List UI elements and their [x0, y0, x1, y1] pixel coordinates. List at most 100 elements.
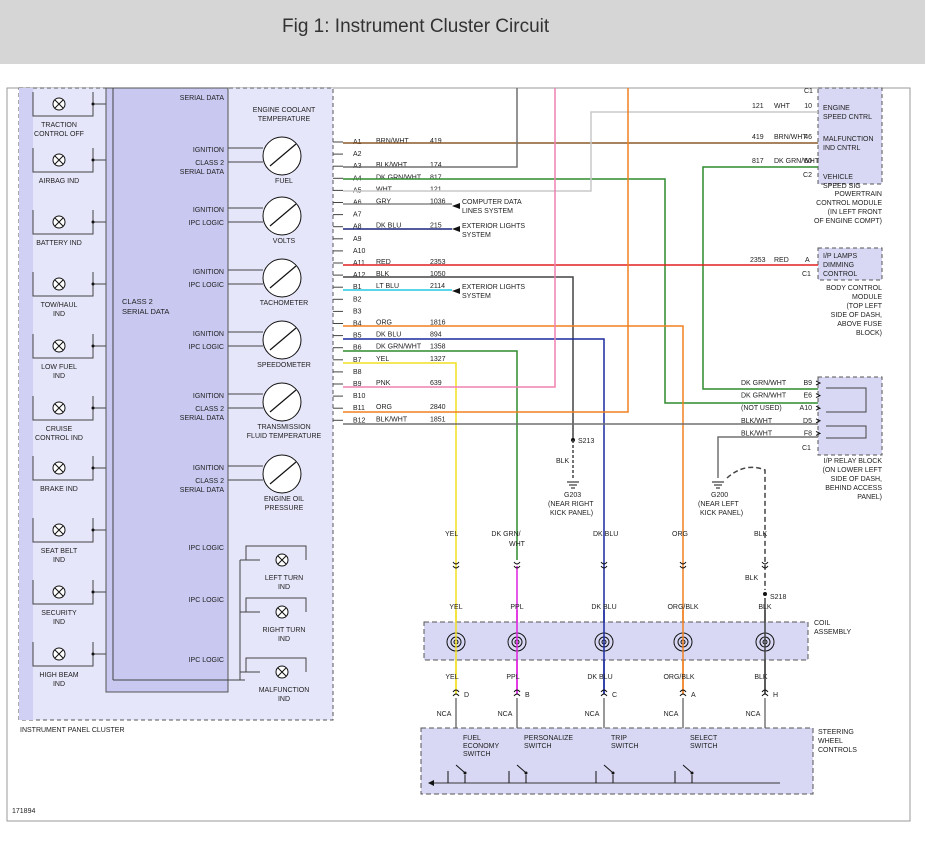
pin-wire-color: ORG — [376, 320, 392, 327]
coil-wire-mid: ORG/BLK — [667, 604, 698, 611]
pin-wire-color: YEL — [376, 356, 389, 363]
gauge-input-3: SERIAL DATA — [180, 487, 225, 494]
relay-pin-id: F8 — [804, 430, 812, 437]
relay-pin-id: B9 — [803, 380, 812, 387]
pcm-pin-id: C2 — [803, 172, 812, 179]
gauge-input-1: IGNITION — [193, 147, 224, 154]
pin-id: A12 — [353, 272, 366, 279]
relay-caption-0: I/P RELAY BLOCK — [824, 458, 883, 465]
bcm-pin2: C1 — [802, 271, 811, 278]
indicator-label-1: HIGH BEAM — [39, 672, 78, 679]
bcm-caption-4: ABOVE FUSE — [837, 321, 882, 328]
gauge-input-2: CLASS 2 — [195, 160, 224, 167]
pin-id: B10 — [353, 393, 366, 400]
bcm-pin: A — [805, 257, 810, 264]
g203-label: G203 — [564, 492, 581, 499]
coil-wire-nca: NCA — [746, 711, 761, 718]
g200-loc-2: KICK PANEL) — [700, 510, 743, 517]
gauge-label-1: ENGINE COOLANT — [253, 107, 316, 114]
coil-wire-top-2: WHT — [509, 541, 526, 548]
coil-label-2: ASSEMBLY — [814, 629, 852, 636]
pcm-circuit: 419 — [752, 134, 764, 141]
gauge-input-2: CLASS 2 — [195, 478, 224, 485]
pcm-caption-3: OF ENGINE COMPT) — [814, 218, 882, 225]
pin-wire-color: BLK/WHT — [376, 162, 408, 169]
indicator-label-1: AIRBAG IND — [39, 178, 79, 185]
bcm-caption-0: BODY CONTROL — [826, 285, 882, 292]
relay-pin-A10: (NOT USED)A10 — [741, 405, 822, 412]
bcm-function-3: CONTROL — [823, 271, 857, 278]
pin-wire-color: ORG — [376, 404, 392, 411]
indicator-label-1: TRACTION — [41, 122, 77, 129]
indicator-label-2: IND — [53, 373, 65, 380]
bcm-caption-1: MODULE — [852, 294, 882, 301]
indicator-label-1: CRUISE — [46, 426, 73, 433]
pin-id: A10 — [353, 248, 366, 255]
pin-id: B5 — [353, 333, 362, 340]
bcm-caption-3: SIDE OF DASH, — [831, 312, 882, 319]
pin-id: B12 — [353, 417, 366, 424]
exterior-lights-b-2: SYSTEM — [462, 293, 491, 300]
pcm-caption-0: POWERTRAIN — [835, 191, 882, 198]
gauge-input-1: IGNITION — [193, 393, 224, 400]
pin-id: A6 — [353, 200, 362, 207]
wire-routes — [343, 88, 818, 694]
pcm-top-pin: C1 — [804, 88, 813, 95]
pin-id: B3 — [353, 308, 362, 315]
lamp-logic: IPC LOGIC — [189, 545, 224, 552]
gauge-input-1: SERIAL DATA — [180, 95, 225, 102]
indicator-label-2: CONTROL IND — [35, 435, 83, 442]
relay-pin-id: A10 — [800, 405, 813, 412]
lamp-label-2: IND — [278, 584, 290, 591]
indicator-label-1: SEAT BELT — [41, 548, 78, 555]
ground-s213: S213 BLK G203 (NEAR RIGHT KICK PANEL) — [548, 438, 594, 517]
switch-label-2: SWITCH — [690, 743, 718, 750]
pcm-box — [817, 87, 883, 185]
switch-label-1: TRIP — [611, 735, 627, 742]
bcm-box — [817, 247, 883, 281]
gauge-label-1: VOLTS — [273, 238, 296, 245]
destination-computer-data: COMPUTER DATA LINES SYSTEM — [452, 199, 522, 215]
relay-wire-color: DK GRN/WHT — [741, 380, 787, 387]
pin-circuit: 121 — [430, 186, 442, 193]
gauge-input-3: SERIAL DATA — [180, 415, 225, 422]
switch-label-2: ECONOMY — [463, 743, 500, 750]
indicator-label-1: BATTERY IND — [36, 240, 82, 247]
coil-wire-top: BLK — [754, 531, 768, 538]
blk-upper-label: BLK — [745, 575, 759, 582]
indicator-label-1: LOW FUEL — [41, 364, 77, 371]
exterior-lights-a-1: EXTERIOR LIGHTS — [462, 223, 525, 230]
gauge-label-1: TACHOMETER — [260, 300, 308, 307]
indicator-label-2: IND — [53, 311, 65, 318]
indicator-1: AIRBAG IND — [32, 148, 106, 185]
relay-caption-3: BEHIND ACCESS — [825, 485, 882, 492]
pin-circuit: 817 — [430, 174, 442, 181]
destination-exterior-lights-a: EXTERIOR LIGHTS SYSTEM — [452, 223, 525, 239]
gauge-input-1: IGNITION — [193, 269, 224, 276]
g200-label: G200 — [711, 492, 728, 499]
pcm-function-1: VEHICLE — [823, 174, 853, 181]
switch-group: FUELECONOMYSWITCHPERSONALIZESWITCHTRIPSW… — [447, 735, 718, 783]
pin-circuit: 1851 — [430, 416, 446, 423]
pcm-pin-id: 10 — [804, 103, 812, 110]
gauge-input-1: IGNITION — [193, 465, 224, 472]
